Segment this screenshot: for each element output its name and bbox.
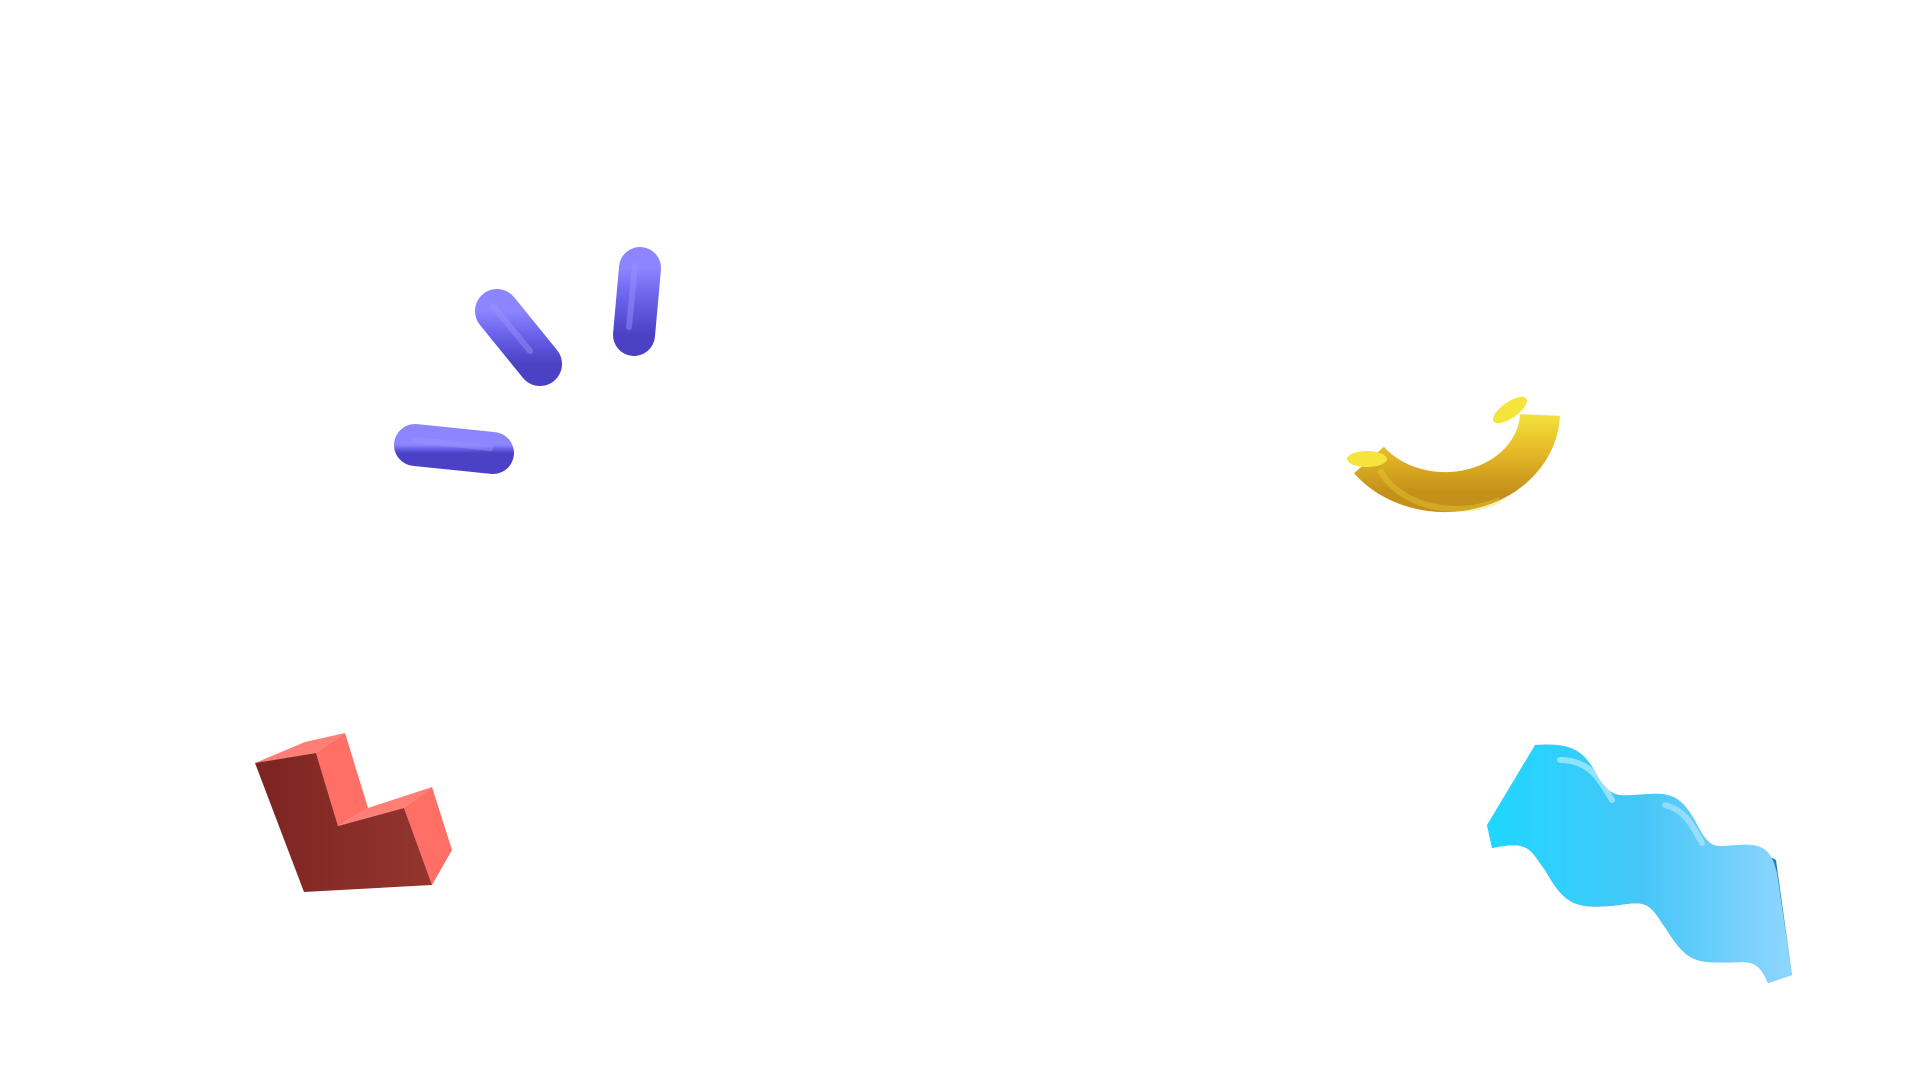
purple-capsule-2 [475,289,562,386]
red-l-block [255,733,452,892]
purple-capsule-1 [394,424,514,474]
yellow-arc [1347,396,1560,513]
purple-capsule-3 [613,247,661,356]
blue-wave-ribbon [1487,744,1792,983]
